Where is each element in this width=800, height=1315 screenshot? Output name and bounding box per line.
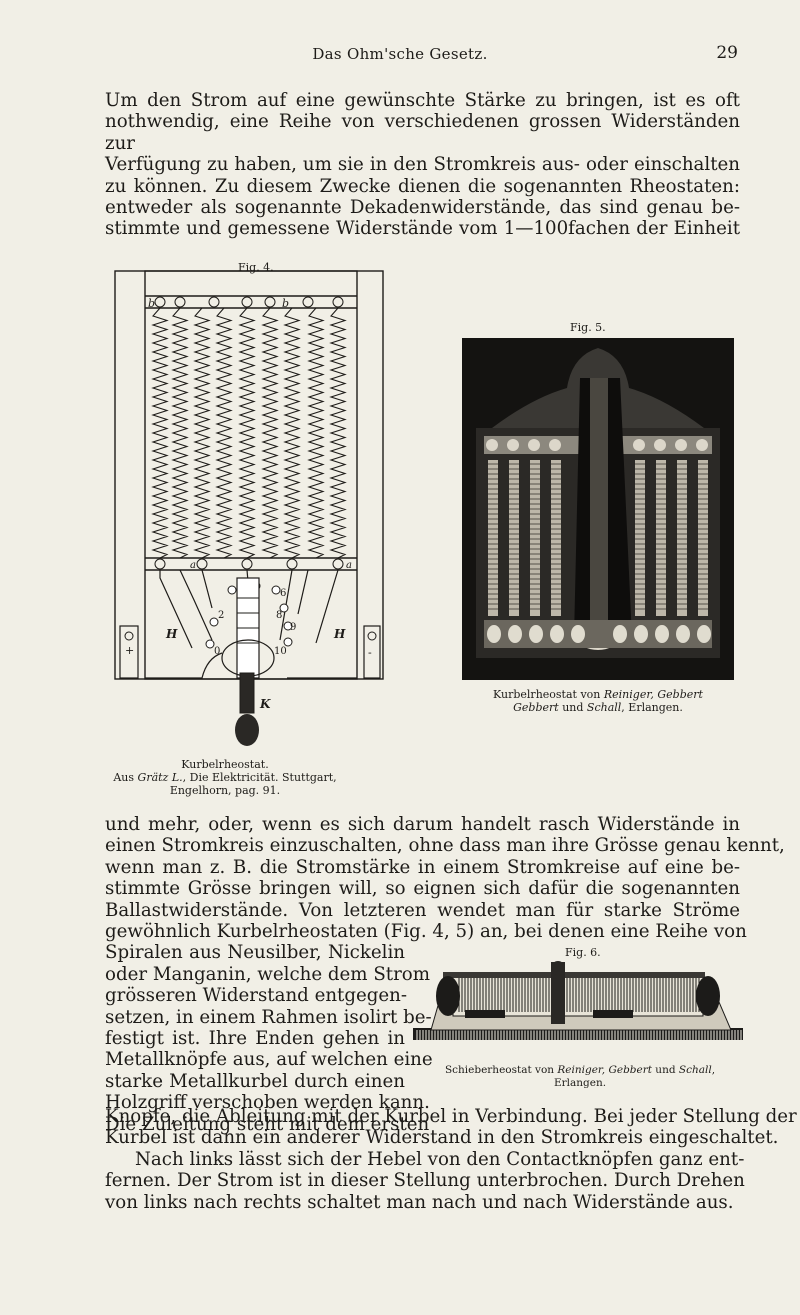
caption-text: Schieberheostat von <box>444 1064 558 1076</box>
text-line: einen Stromkreis einzuschalten, ohne das… <box>105 835 785 857</box>
caption-author: Grätz L. <box>137 771 183 784</box>
fig4-caption-title: Kurbelrheostat. <box>181 758 269 771</box>
caption-text: Kurbelrheostat von <box>493 688 604 701</box>
text-line: wenn man z. B. die Stromstärke in einem … <box>105 856 740 878</box>
text-line: grösseren Widerstand entgegen- <box>105 985 408 1007</box>
diagram-letter-H: H <box>333 627 346 641</box>
caption-makers: Reiniger, Gebbert <box>557 1064 652 1076</box>
text-line: Holzgriff verschoben werden kann. <box>105 1092 430 1114</box>
text-line: Kurbel ist dann ein anderer Widerstand i… <box>105 1127 779 1149</box>
svg-text:+: + <box>125 644 134 657</box>
diagram-letter-H: H <box>165 627 178 641</box>
page-number: 29 <box>716 43 738 63</box>
fig6-caption: Schieberheostat von Reiniger, Gebbert un… <box>412 1064 748 1090</box>
caption-schall: Schall <box>586 701 622 714</box>
contact-number: 2 <box>218 610 224 621</box>
paragraph-3: Knopfe, die Ableitung mit der Kurbel in … <box>105 1106 797 1213</box>
text-line: Spiralen aus Neusilber, Nickelin <box>105 942 405 964</box>
text-line: stimmte Grösse bringen will, so eignen s… <box>105 878 740 900</box>
text-line: oder Manganin, welche dem Strom <box>105 963 430 985</box>
text-line: Die Zuleitung steht mit dem ersten <box>105 1113 430 1135</box>
text-line: starke Metallkurbel durch einen <box>105 1070 405 1092</box>
contact-number: 9 <box>290 622 296 633</box>
caption-makers: Reiniger, Gebbert <box>603 688 703 701</box>
fig4-caption-source-line-2: Engelhorn, pag. 91. <box>169 784 281 797</box>
text-line: zu können. Zu diesem Zwecke dienen die s… <box>105 175 740 197</box>
fig6-label: Fig. 6. <box>565 946 601 959</box>
diagram-letter-K: K <box>259 697 271 711</box>
caption-text: , Die Elektricität. Stuttgart, <box>182 771 337 784</box>
fig6-slide-rheostat-engraving <box>413 961 743 1040</box>
fig5-caption: Kurbelrheostat von Reiniger, Gebbert Geb… <box>462 688 734 714</box>
caption-text: Aus <box>113 771 138 784</box>
fig6-caption-line-1: Schieberheostat von Reiniger, Gebbert un… <box>412 1064 748 1077</box>
text-line: Metallknöpfe aus, auf welchen eine <box>105 1049 433 1071</box>
fig5-caption-line-2: Gebbert und Schall, Erlangen. <box>513 701 683 714</box>
text-line: Knopfe, die Ableitung mit der Kurbel in … <box>105 1106 797 1127</box>
fig5-caption-line-1: Kurbelrheostat von Reiniger, Gebbert <box>462 688 734 701</box>
contact-number: 0 <box>214 646 220 657</box>
contact-number: 8 <box>276 610 282 621</box>
text-line: festigt ist. Ihre Enden gehen in <box>105 1028 405 1050</box>
caption-text: und <box>562 701 587 714</box>
text-line: entweder als sogenannte Dekadenwiderstän… <box>105 197 740 219</box>
fig4-caption-source: Aus Grätz L., Die Elektricität. Stuttgar… <box>90 771 360 784</box>
text-line: Nach links lässt sich der Hebel von den … <box>135 1148 745 1170</box>
caption-text: , Erlangen. <box>621 701 683 714</box>
running-title: Das Ohm'sche Gesetz. <box>312 45 488 63</box>
paragraph-1: Um den Strom auf eine gewünschte Stärke … <box>105 90 740 240</box>
caption-text: und <box>651 1064 679 1076</box>
text-line: und mehr, oder, wenn es sich darum hande… <box>105 814 740 835</box>
contact-number: 6 <box>280 588 286 599</box>
svg-text:-: - <box>368 646 372 659</box>
paragraph-2-narrow: Spiralen aus Neusilber, Nickelin oder Ma… <box>105 942 433 1135</box>
diagram-letter-a: a <box>190 560 196 571</box>
caption-text: , <box>711 1064 716 1076</box>
fig5-rheostat-engraving <box>462 338 734 680</box>
page-header: Das Ohm'sche Gesetz. 29 <box>0 43 800 67</box>
text-line: gewöhnlich Kurbelrheostaten (Fig. 4, 5) … <box>105 921 747 943</box>
text-line: Um den Strom auf eine gewünschte Stärke … <box>105 90 740 111</box>
diagram-letter-a: a <box>346 560 352 571</box>
text-line: nothwendig, eine Reihe von verschiedenen… <box>105 111 740 154</box>
text-line: von links nach rechts schaltet man nach … <box>105 1191 734 1213</box>
fig4-caption: Kurbelrheostat. Aus Grätz L., Die Elektr… <box>90 758 360 797</box>
diagram-letter-b: b <box>148 297 155 310</box>
text-line: Ballastwiderstände. Von letzteren wendet… <box>105 899 740 921</box>
paragraph-2: und mehr, oder, wenn es sich darum hande… <box>105 814 785 1135</box>
fig5-label: Fig. 5. <box>570 321 606 334</box>
fig6-caption-city: Erlangen. <box>553 1077 607 1089</box>
diagram-letter-b: b <box>282 297 289 310</box>
caption-schall: Schall <box>678 1064 712 1076</box>
text-line: fernen. Der Strom ist in dieser Stellung… <box>105 1170 745 1192</box>
contact-number: 10 <box>274 646 287 657</box>
text-line: setzen, in einem Rahmen isolirt be- <box>105 1006 432 1028</box>
text-line: Verfügung zu haben, um sie in den Stromk… <box>105 154 740 176</box>
fig4-rheostat-diagram: b a b a + - 0 2 6 8 9 10 H H K <box>114 270 384 746</box>
text-line: stimmte und gemessene Widerstände vom 1—… <box>105 218 740 240</box>
